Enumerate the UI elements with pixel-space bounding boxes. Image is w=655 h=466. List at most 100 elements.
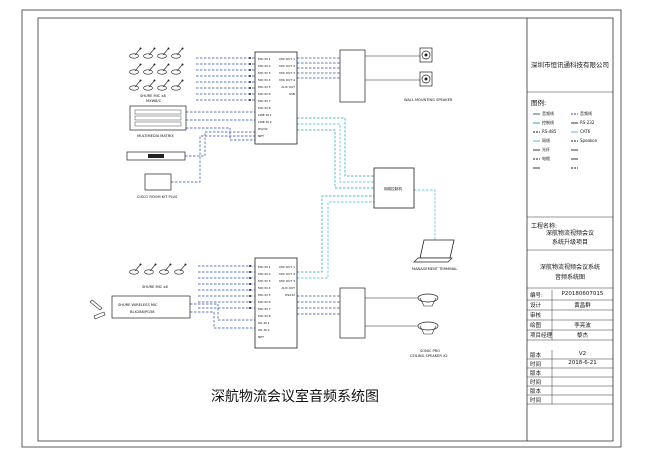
microphone-gooseneck [149, 264, 156, 272]
label-mic-top: SHURE MIC x8 [140, 94, 166, 98]
dsp-port-label: AUX OUT [281, 286, 295, 290]
drawing-name-2: 音频系统图 [554, 274, 585, 281]
microphone-gooseneck [162, 48, 169, 56]
microphone-icon [171, 85, 181, 91]
microphone-icon [129, 85, 139, 91]
port-dot [249, 283, 251, 285]
label-wireless-mic-2: BLX288/PG58 [130, 310, 155, 314]
label-mic-top-model: MXW8/C [146, 99, 162, 103]
titleblock-value: 李亮波 [574, 323, 591, 329]
connection-line [190, 311, 255, 329]
connection-line [297, 201, 374, 279]
legend-item-label: 网线 [542, 138, 550, 143]
microphone-gooseneck [176, 48, 183, 56]
matrix-slot [134, 109, 182, 115]
drawing-title: 深航物流会议室音频系统图 [211, 389, 379, 405]
port-dot [249, 307, 251, 309]
amplifier-top [339, 49, 366, 103]
dsp-port-label: RS232 [258, 127, 268, 131]
connection-line [171, 135, 255, 183]
titleblock-key: 版本 [530, 389, 542, 395]
microphone-icon [157, 85, 167, 91]
wireless-mic-handheld-left [89, 299, 103, 311]
microphone-icon [171, 69, 181, 75]
microphone-capsule [154, 263, 157, 266]
legend-item-label: CAT6 [580, 129, 591, 134]
label-ceiling-speaker-2: CEILING SPEAKER X2 [410, 354, 448, 358]
cisco-codec-camera [148, 154, 164, 158]
dsp-port-label: MIX OUT 1 [279, 265, 295, 269]
titleblock-key: 时间 [530, 362, 542, 368]
wall-speaker-cone-center [424, 53, 428, 57]
microphone-capsule [181, 79, 184, 82]
legend-heading: 图例: [531, 99, 547, 107]
microphone-capsule [181, 47, 184, 50]
label-network-control: 网络控制机 [384, 186, 402, 191]
port-dot [249, 69, 251, 71]
dsp-port-label: MIC IN 7 [258, 99, 271, 103]
dsp-port-label: MIX OUT 4 [279, 78, 295, 82]
microphone-capsule [153, 63, 156, 66]
cisco-codec-unit [144, 173, 172, 191]
dsp-port-label: MIC IN 6 [258, 300, 271, 304]
dsp-port-label: MIX OUT 2 [279, 64, 295, 68]
label-wall-speaker: WALL MOUNTING SPEAKER [404, 98, 453, 102]
legend-item-label: 控制线 [542, 120, 554, 125]
port-dot [249, 301, 251, 303]
dsp-port-label: WL IN 2 [258, 328, 270, 332]
titleblock-key: 版本 [530, 371, 542, 377]
microphone-gooseneck [162, 64, 169, 72]
microphone-gooseneck [148, 80, 155, 88]
label-cisco: CISCO ROOM KIT PLUS [137, 195, 178, 199]
titleblock-value: P20180607015 [561, 291, 604, 297]
microphone-icon [157, 69, 167, 75]
legend-item-label: 音频线 [580, 111, 592, 116]
microphone-icon [171, 53, 181, 59]
port-dot [249, 295, 251, 297]
port-dot [249, 277, 251, 279]
port-dot [249, 271, 251, 273]
dsp-port-label: MIC IN 8 [258, 106, 271, 110]
dsp-port-label: MIC IN 4 [258, 78, 271, 82]
titleblock-value: 2018-6-21 [568, 360, 597, 366]
connection-line [297, 195, 374, 273]
project-label: 工程名称: [531, 223, 558, 230]
connection-line [185, 131, 255, 157]
microphone-gooseneck [162, 80, 169, 88]
dsp-port-label: WL IN 1 [258, 321, 270, 325]
dsp-port-label: MIC IN 8 [258, 314, 271, 318]
microphone-capsule [139, 79, 142, 82]
connection-line [297, 117, 374, 177]
titleblock-key: 编号: [530, 293, 543, 299]
microphone-gooseneck [134, 264, 141, 272]
dsp-port-label: MIC IN 1 [258, 265, 271, 269]
microphone-gooseneck [134, 80, 141, 88]
outer-frame [21, 9, 622, 448]
port-dot [249, 75, 251, 77]
dsp-port-label: MIC IN 5 [258, 293, 271, 297]
dsp-port-label: MIC IN 3 [258, 279, 271, 283]
legend-item-label: 电缆 [542, 156, 550, 161]
dsp-port-label: MIC IN 2 [258, 64, 271, 68]
titleblock-key: 时间 [530, 380, 542, 386]
dsp-port-label: RS232 [285, 293, 295, 297]
wall-speaker-cone [421, 50, 431, 60]
connection-line [414, 189, 436, 240]
port-dot [249, 289, 251, 291]
dsp-port-label: MIC IN 2 [258, 272, 271, 276]
titleblock-key: 审核 [530, 313, 542, 319]
wireless-mic-receiver [111, 295, 191, 319]
inner-frame [37, 17, 614, 442]
microphone-capsule [139, 47, 142, 50]
connection-line [186, 127, 255, 141]
microphone-gooseneck [148, 64, 155, 72]
ceiling-speaker-1 [417, 293, 439, 303]
microphone-gooseneck [179, 264, 186, 272]
dsp-port-label: MIC IN 7 [258, 307, 271, 311]
dsp-port-label: MIX OUT 3 [279, 279, 295, 283]
microphone-capsule [167, 63, 170, 66]
microphone-array-top [129, 47, 184, 91]
dsp-port-label: NET [258, 134, 264, 138]
microphone-icon [157, 53, 167, 59]
